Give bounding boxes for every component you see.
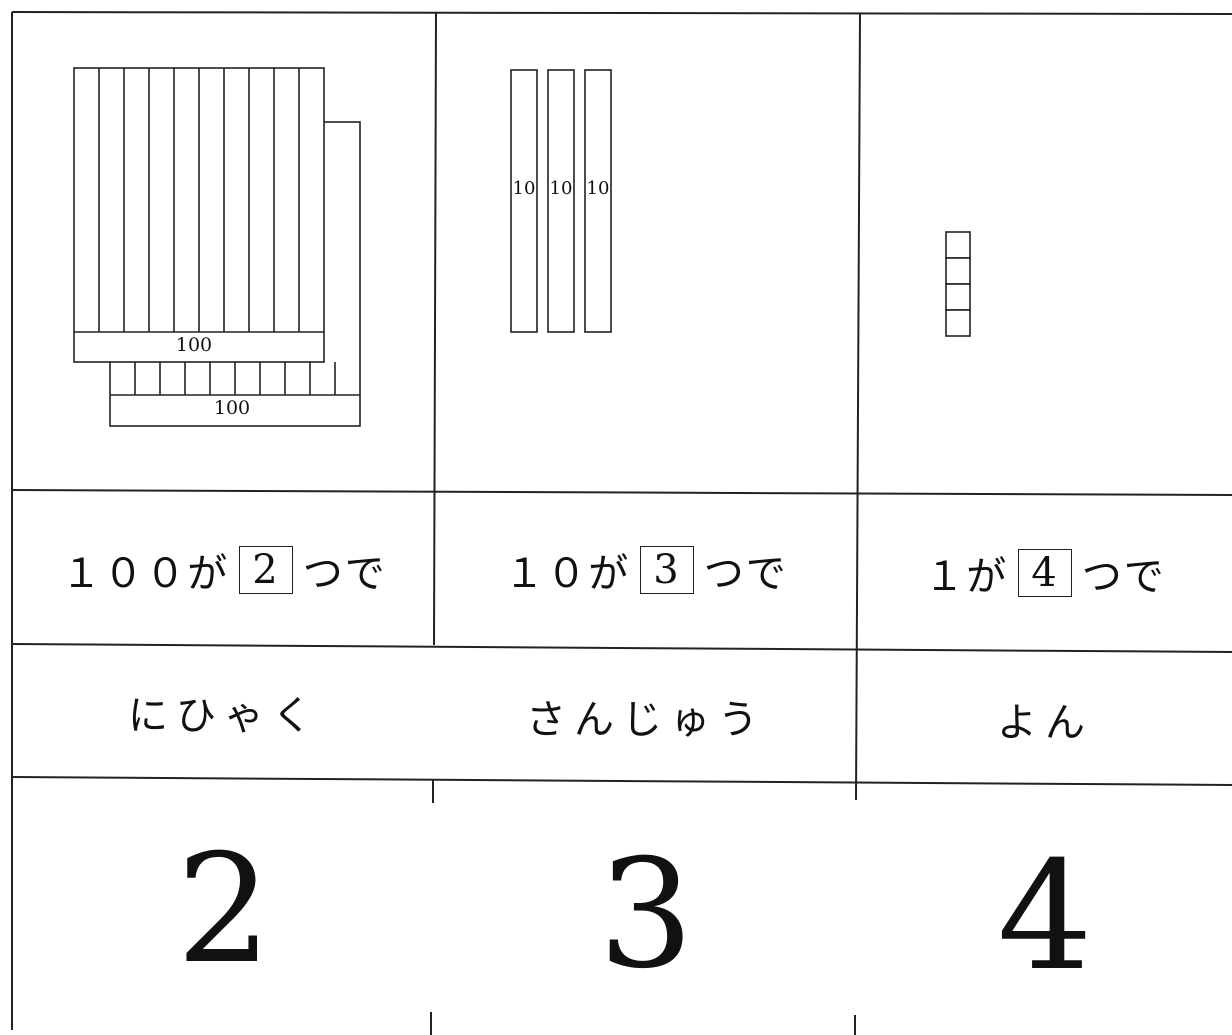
ten-rod-1-label: 10: [513, 178, 536, 199]
hundred-block-front: 100: [73, 67, 325, 363]
ten-rods: 10 10 10: [510, 69, 612, 333]
grid-row-line-2: [11, 643, 1232, 653]
unit-cube-1: [945, 231, 971, 259]
count-box-tens: 3: [640, 546, 694, 594]
reading-hundreds: にひゃく: [128, 693, 320, 739]
ten-rod-3: 10: [584, 69, 612, 333]
digit-tens: 3: [598, 828, 694, 1002]
count-box-hundreds: 2: [239, 546, 293, 594]
reading-ones: よん: [997, 700, 1093, 746]
count-prefix-hundreds: １００が: [61, 551, 230, 597]
hundred-block-back-label: 100: [214, 397, 250, 419]
ten-rod-3-label: 10: [587, 178, 610, 199]
ten-rod-1: 10: [510, 69, 538, 333]
hundred-block-front-label: 100: [176, 334, 212, 356]
digit-hundreds: 2: [176, 823, 272, 997]
count-prefix-ones: １が: [924, 554, 1009, 600]
unit-cube-2: [945, 257, 971, 285]
ten-rod-2: 10: [547, 69, 575, 333]
grid-top-line: [11, 11, 1232, 15]
digit-ones: 4: [997, 830, 1093, 1004]
ten-rod-2-label: 10: [550, 178, 573, 199]
grid-divider-2: [855, 13, 861, 801]
unit-cube-3: [945, 283, 971, 311]
grid-row-line-1: [11, 489, 1232, 496]
unit-cube-4: [945, 309, 971, 337]
unit-cubes: [945, 231, 971, 337]
grid-row-line-3: [11, 776, 1232, 786]
grid-divider-1: [433, 11, 437, 646]
count-prefix-tens: １０が: [504, 551, 631, 597]
count-box-ones: 4: [1018, 549, 1072, 597]
count-suffix-hundreds: つで: [302, 551, 387, 597]
reading-tens: さんじゅう: [526, 697, 766, 743]
count-suffix-tens: つで: [703, 551, 788, 597]
count-suffix-ones: つで: [1081, 554, 1166, 600]
